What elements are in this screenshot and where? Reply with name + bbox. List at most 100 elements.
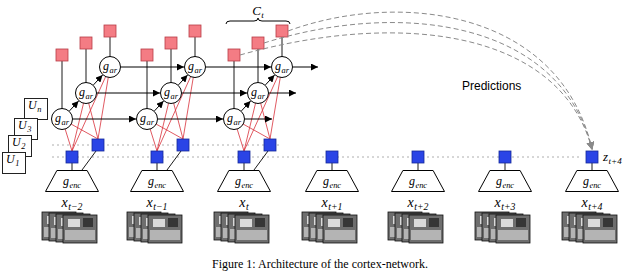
subscript: 2	[21, 142, 25, 151]
math-text: U2	[12, 136, 25, 150]
recurrent-arrow	[293, 67, 318, 68]
frame-stack	[388, 212, 443, 243]
math-text: gar	[103, 60, 117, 74]
subscript: t	[261, 10, 264, 20]
column-wiring	[499, 151, 511, 170]
trapezoid-shape	[392, 171, 445, 192]
subscript: t−1	[153, 201, 167, 212]
frame-label: xt+2	[408, 193, 429, 211]
recurrent-arrow	[182, 93, 247, 94]
recurrent-arrow	[154, 101, 163, 111]
recurrent-unit-circle: gar	[75, 82, 97, 104]
recurrent-arrow	[265, 75, 274, 85]
trapezoid-shape	[46, 171, 99, 192]
encoder-trapezoid: genc	[217, 170, 271, 192]
subscript: enc	[154, 181, 166, 190]
trapezoid-shape	[131, 171, 184, 192]
math-text: gar	[164, 86, 178, 100]
subscript: ar	[234, 118, 241, 127]
symbol: z	[603, 149, 608, 164]
subscript: enc	[329, 181, 341, 190]
math-text: Un	[28, 99, 41, 113]
math-text: gar	[140, 112, 154, 126]
latent-label: zt+4	[603, 147, 622, 165]
math-text: genc	[235, 175, 253, 189]
context-label: Ct	[252, 1, 264, 19]
symbol: g	[409, 174, 415, 188]
symbol: x	[582, 195, 588, 210]
frame-stack	[302, 212, 357, 243]
symbol: g	[275, 59, 281, 73]
math-text: genc	[496, 175, 514, 189]
frame-label: xt−2	[62, 193, 83, 211]
symbol: U	[28, 98, 37, 112]
trapezoid-shape	[479, 171, 532, 192]
column-wiring	[56, 25, 116, 170]
symbol: U	[6, 152, 15, 166]
symbol: g	[140, 111, 146, 125]
recurrent-unit-circle: gar	[99, 56, 121, 78]
recurrent-unit-circle: gar	[271, 56, 293, 78]
subscript: ar	[195, 66, 202, 75]
subscript: ar	[258, 92, 265, 101]
encoder-trapezoid: genc	[478, 170, 532, 192]
subscript: ar	[86, 92, 93, 101]
symbol: g	[188, 59, 194, 73]
math-text: xt+2	[408, 195, 429, 211]
trapezoid-shape	[218, 171, 271, 192]
subscript: t−2	[68, 201, 82, 212]
subscript: ar	[62, 118, 69, 127]
math-text: xt−2	[62, 195, 83, 211]
recurrent-arrow	[69, 101, 78, 111]
symbol: g	[227, 111, 233, 125]
math-text: genc	[323, 175, 341, 189]
math-text: xt+1	[322, 195, 343, 211]
recurrent-arrow	[158, 119, 223, 120]
math-text: gar	[188, 60, 202, 74]
recurrent-unit-circle: gar	[247, 82, 269, 104]
math-text: gar	[227, 112, 241, 126]
encoder-trapezoid: genc	[130, 170, 184, 192]
encoder-trapezoid: genc	[305, 170, 359, 192]
frame-stack	[475, 212, 530, 243]
recurrent-unit-circle: gar	[136, 108, 158, 130]
math-text: genc	[148, 175, 166, 189]
subscript: enc	[415, 181, 427, 190]
math-text: Ct	[252, 4, 264, 19]
context-box: U1	[2, 152, 26, 174]
frame-stack	[562, 212, 617, 243]
math-text: Predictions	[462, 80, 521, 94]
trapezoid-shape	[306, 171, 359, 192]
recurrent-arrow	[241, 101, 250, 111]
symbol: g	[164, 85, 170, 99]
recurrent-arrow	[178, 75, 187, 85]
symbol: g	[103, 59, 109, 73]
encoder-trapezoid: genc	[391, 170, 445, 192]
math-text: xt+4	[582, 195, 603, 211]
column-wiring	[228, 25, 288, 170]
subscript: t+3	[501, 201, 515, 212]
subscript: enc	[241, 181, 253, 190]
symbol: x	[239, 195, 245, 210]
symbol: x	[322, 195, 328, 210]
math-text: xt+3	[495, 195, 516, 211]
symbol: g	[583, 174, 589, 188]
math-text: gar	[55, 112, 69, 126]
trapezoid-shape	[566, 171, 619, 192]
frame-label: xt+4	[582, 193, 603, 211]
symbol: g	[148, 174, 154, 188]
subscript: t+2	[414, 201, 428, 212]
frame-label: xt	[239, 193, 248, 211]
symbol: x	[62, 195, 68, 210]
symbol: g	[55, 111, 61, 125]
math-text: U3	[18, 119, 31, 133]
subscript: ar	[171, 92, 178, 101]
recurrent-unit-circle: gar	[184, 56, 206, 78]
subscript: ar	[147, 118, 154, 127]
frame-label: xt+3	[495, 193, 516, 211]
frame-stack	[127, 212, 182, 243]
subscript: t+1	[328, 201, 342, 212]
math-text: genc	[583, 175, 601, 189]
symbol: C	[252, 3, 261, 18]
